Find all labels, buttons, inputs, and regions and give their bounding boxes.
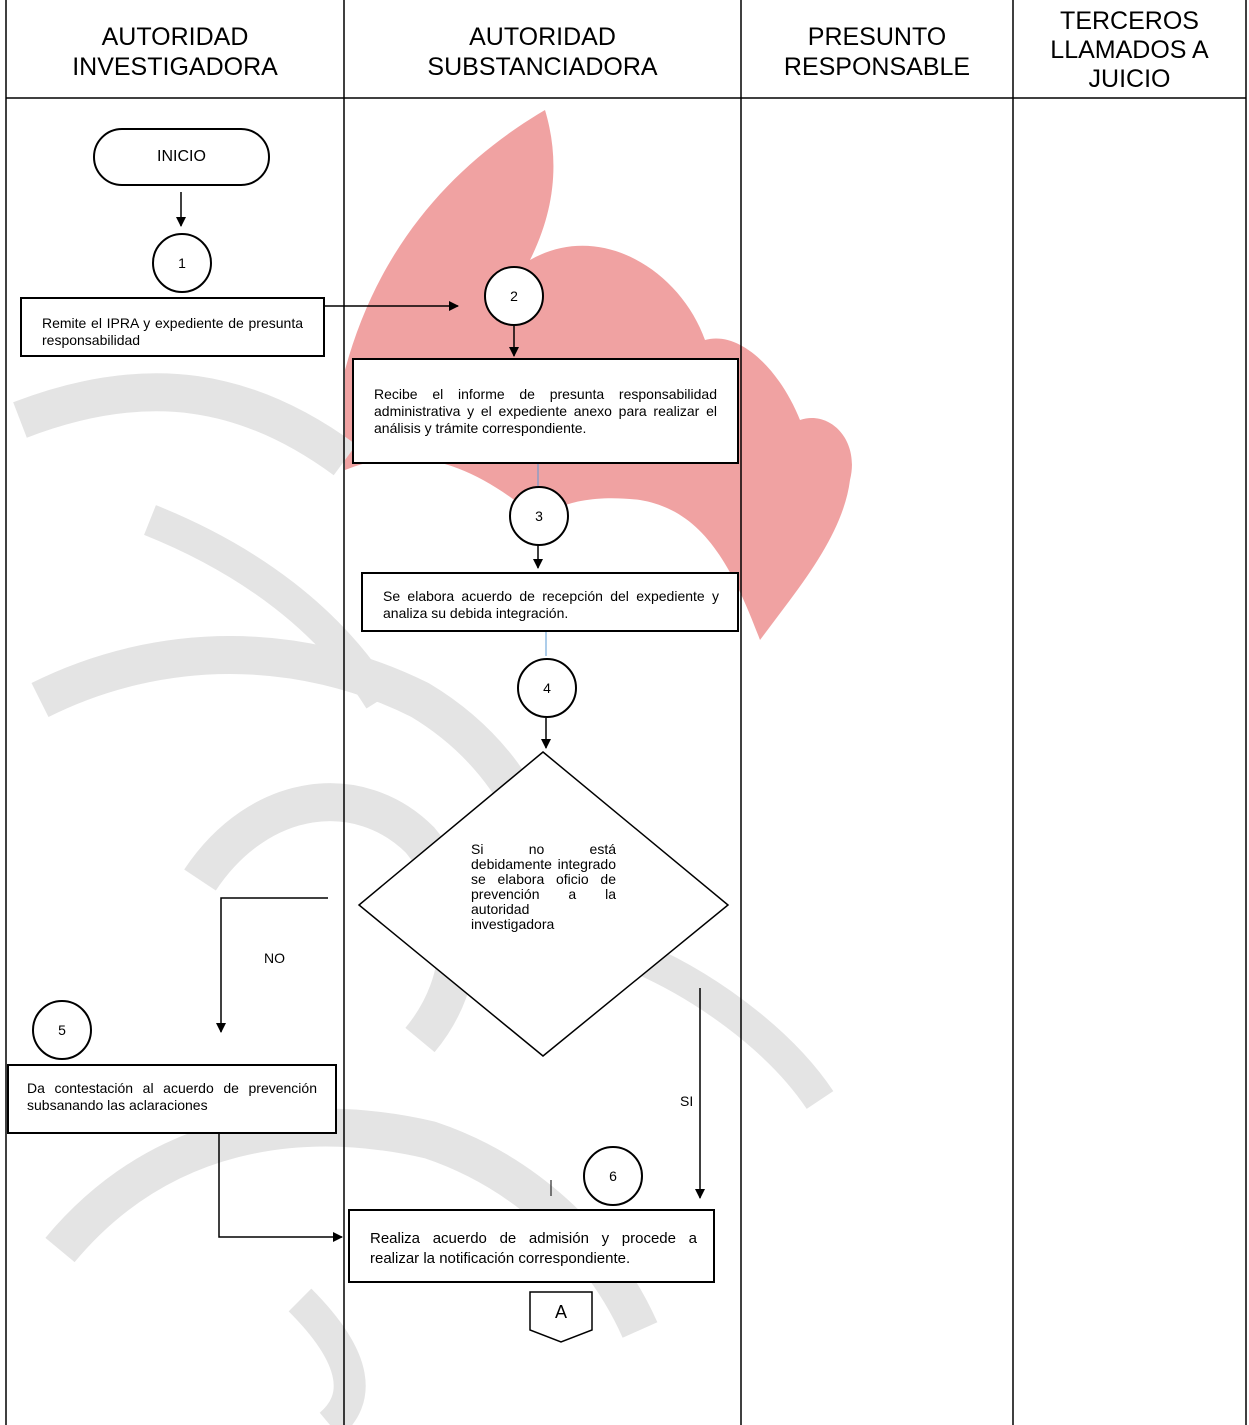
lane-header-investigadora: AUTORIDAD INVESTIGADORA <box>6 8 344 96</box>
step-number: 6 <box>609 1168 617 1184</box>
decision-text: Si no está debidamente integrado se elab… <box>471 842 616 932</box>
step-circle-2: 2 <box>484 266 544 326</box>
branch-label-no: NO <box>264 950 285 966</box>
lane-header-line: LLAMADOS A <box>1050 36 1208 65</box>
step-number: 4 <box>543 680 551 696</box>
process-text: Remite el IPRA y expediente de presunta … <box>42 315 303 349</box>
lane-header-line: RESPONSABLE <box>784 52 970 82</box>
process-text: Recibe el informe de presunta responsabi… <box>374 386 717 437</box>
process-text: Se elabora acuerdo de recepción del expe… <box>383 588 719 622</box>
step-circle-3: 3 <box>509 486 569 546</box>
process-box-elabora: Se elabora acuerdo de recepción del expe… <box>361 572 739 632</box>
step-number: 1 <box>178 255 186 271</box>
lane-header-line: AUTORIDAD <box>469 22 616 52</box>
step-circle-1: 1 <box>152 233 212 293</box>
start-terminal: INICIO <box>93 128 270 186</box>
lane-header-terceros: TERCEROS LLAMADOS A JUICIO <box>1013 2 1246 98</box>
start-label: INICIO <box>157 148 206 166</box>
process-box-recibe: Recibe el informe de presunta responsabi… <box>352 358 739 464</box>
lane-header-presunto-responsable: PRESUNTO RESPONSABLE <box>741 8 1013 96</box>
watermark-gray-arc <box>300 1300 350 1425</box>
step-circle-4: 4 <box>517 658 577 718</box>
step-number: 3 <box>535 508 543 524</box>
lane-header-line: INVESTIGADORA <box>72 52 278 82</box>
watermark-gray-arc <box>620 950 820 1100</box>
process-text: Realiza acuerdo de admisión y procede a … <box>370 1229 697 1269</box>
process-box-remite: Remite el IPRA y expediente de presunta … <box>20 297 325 357</box>
process-box-admision: Realiza acuerdo de admisión y procede a … <box>348 1209 715 1283</box>
lane-header-substanciadora: AUTORIDAD SUBSTANCIADORA <box>344 8 741 96</box>
step-number: 5 <box>58 1022 66 1038</box>
lane-header-line: AUTORIDAD <box>102 22 249 52</box>
step-circle-6: 6 <box>583 1146 643 1206</box>
lane-header-line: PRESUNTO <box>808 22 946 52</box>
branch-label-si: SI <box>680 1093 693 1109</box>
step-number: 2 <box>510 288 518 304</box>
watermark-gray-arc <box>20 392 345 460</box>
lane-header-line: JUICIO <box>1089 65 1171 94</box>
lane-header-line: TERCEROS <box>1060 7 1199 36</box>
lane-header-line: SUBSTANCIADORA <box>427 52 657 82</box>
process-box-contestacion: Da contestación al acuerdo de prevención… <box>7 1064 337 1134</box>
step-circle-5: 5 <box>32 1000 92 1060</box>
offpage-connector-label: A <box>530 1292 592 1342</box>
process-text: Da contestación al acuerdo de prevención… <box>27 1080 317 1114</box>
